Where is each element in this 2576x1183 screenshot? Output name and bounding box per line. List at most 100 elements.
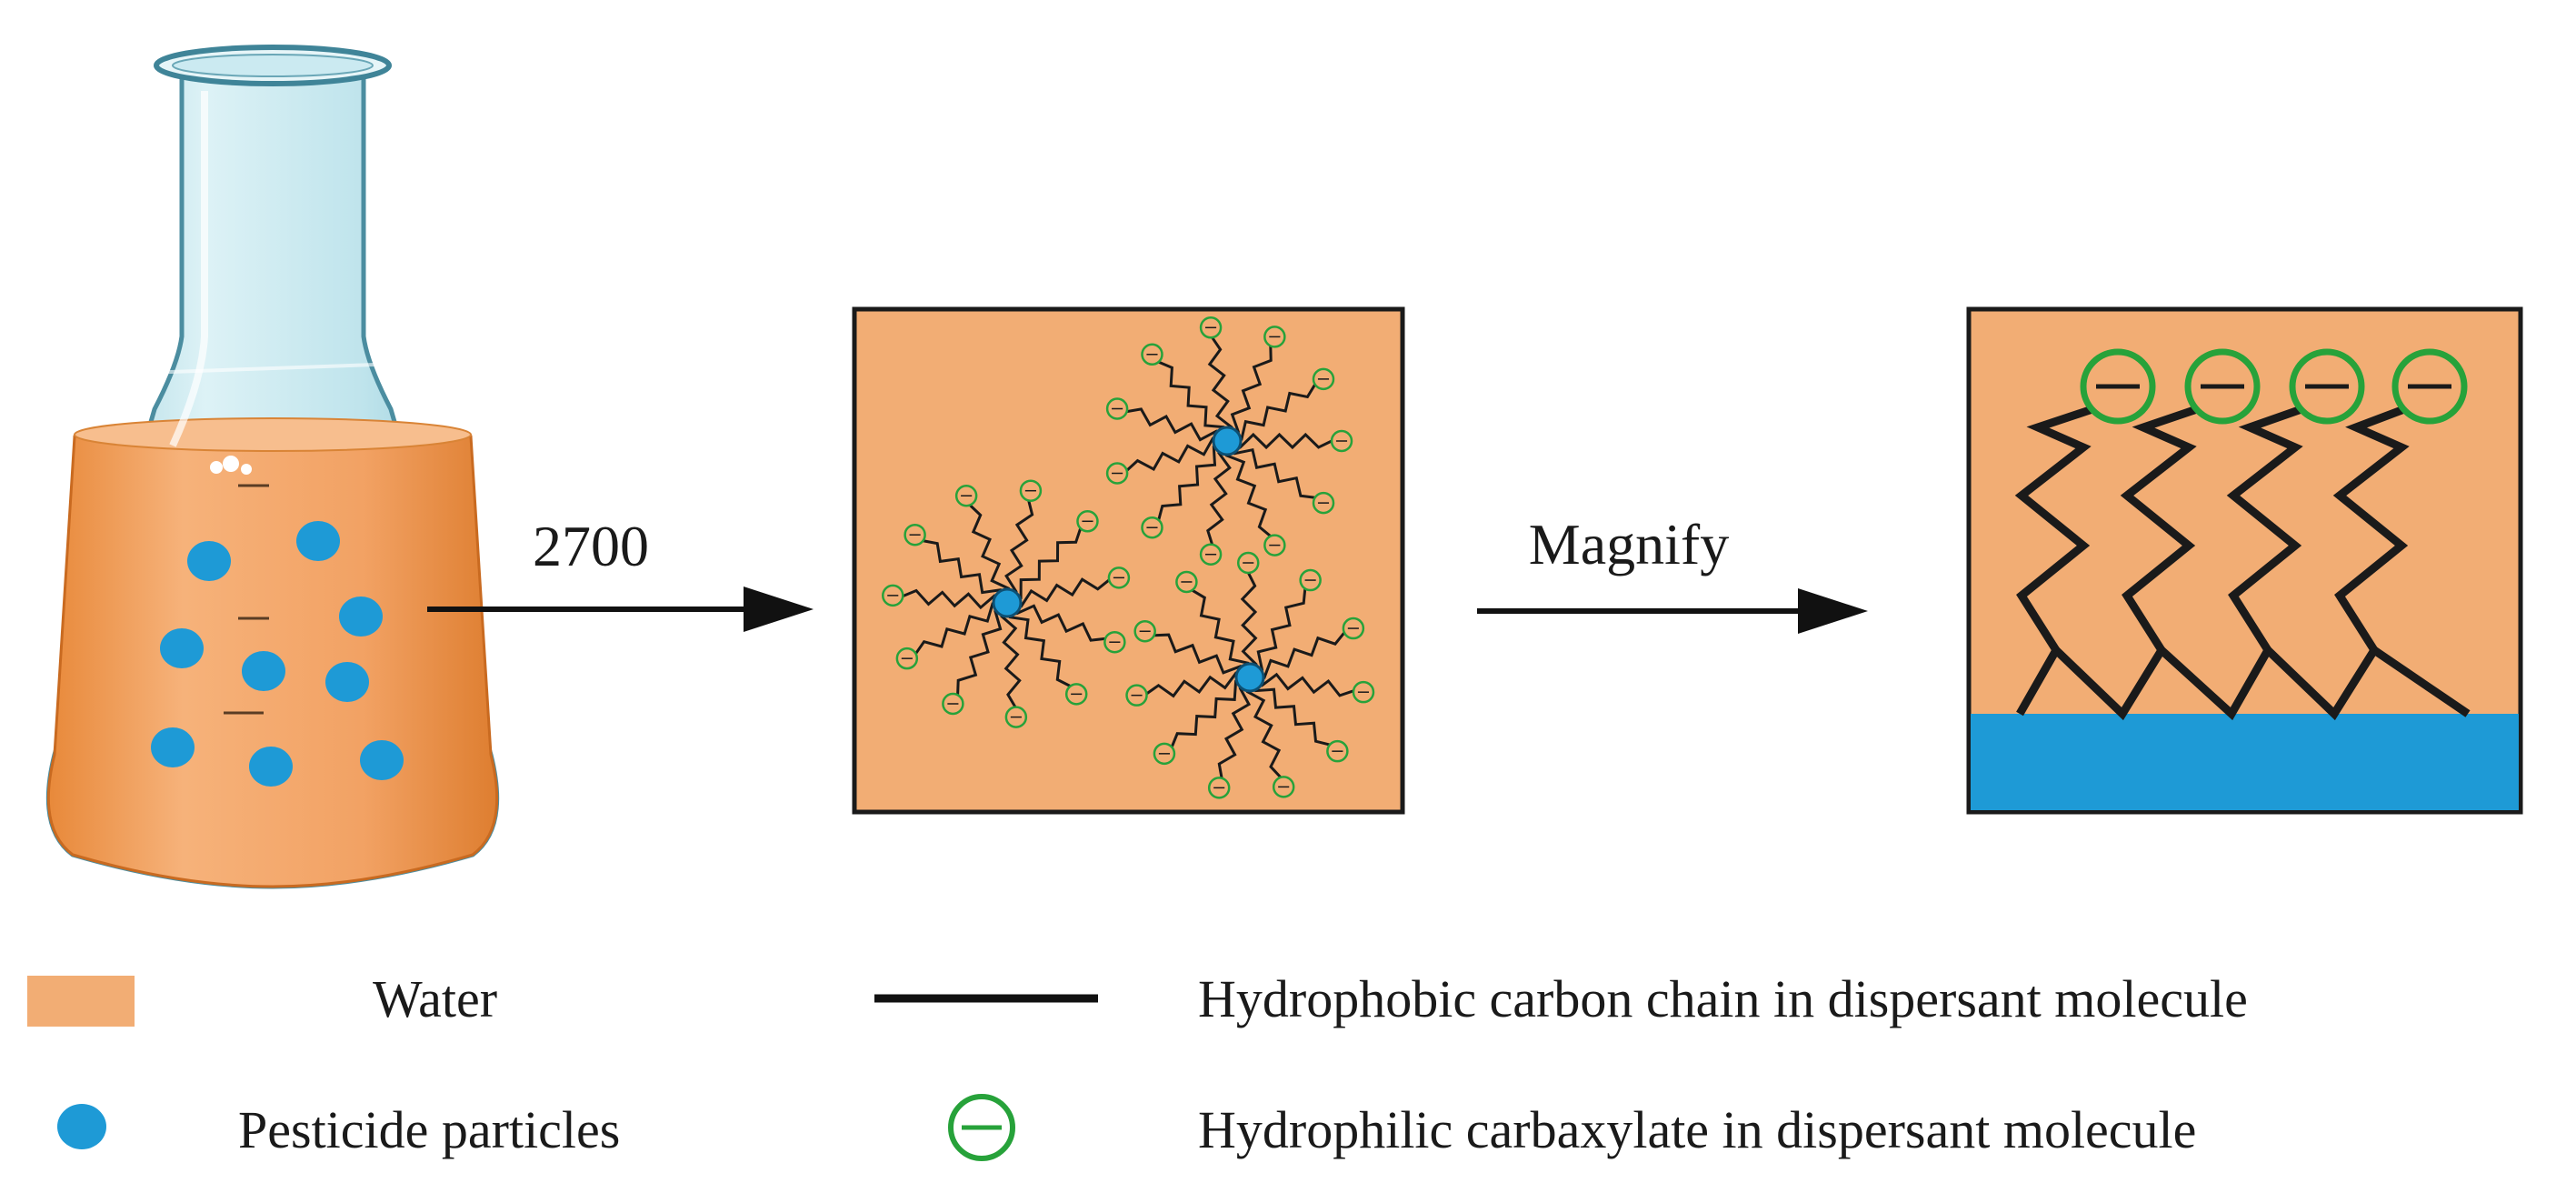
pesticide-particle xyxy=(160,628,204,668)
carbon-chain xyxy=(1125,436,1228,472)
carboxylate-head xyxy=(2080,348,2156,425)
legend-water-label: Water xyxy=(373,969,497,1028)
carbon-chain-anchor xyxy=(2016,643,2471,721)
carboxylate-head xyxy=(954,485,978,507)
pesticide-particle xyxy=(249,747,293,787)
flask-highlight xyxy=(169,91,208,447)
pesticide-particle xyxy=(187,541,231,581)
carbon-chain xyxy=(1207,336,1233,442)
carbon-chain xyxy=(914,601,1008,655)
minus-circle-icon xyxy=(948,1094,1015,1161)
carboxylate-head xyxy=(1299,568,1322,592)
carboxylate-head xyxy=(1107,566,1131,589)
flask-particles xyxy=(151,521,404,787)
pesticide-particle xyxy=(325,662,369,702)
carboxylate-head xyxy=(1133,620,1156,643)
carbon-chain xyxy=(1225,440,1272,537)
carbon-chain xyxy=(1249,588,1307,679)
carbon-chain xyxy=(1158,360,1229,442)
carboxylate-head xyxy=(1272,776,1295,798)
carbon-chain xyxy=(1191,588,1252,678)
arrow-head xyxy=(1798,588,1868,634)
flask-bubble xyxy=(210,461,223,474)
carbon-chain xyxy=(969,504,1010,604)
pesticide-particle xyxy=(1234,662,1265,693)
carboxylate-head xyxy=(1004,706,1028,728)
legend-hydrophilic-label: Hydrophilic carbaxylate in dispersant mo… xyxy=(1198,1100,2196,1159)
carboxylate-head xyxy=(1019,479,1043,502)
carboxylate-head xyxy=(895,647,919,670)
pesticide-particle xyxy=(992,587,1023,618)
flask-bubble xyxy=(223,456,239,472)
legend: Water Pesticide particles Hydrophobic ca… xyxy=(27,969,2248,1161)
pesticide-particle xyxy=(360,740,404,780)
carboxylate-head xyxy=(1105,462,1129,485)
carboxylate-head xyxy=(1330,429,1353,453)
legend-water-swatch xyxy=(27,976,135,1027)
carbon-chain xyxy=(1226,346,1273,443)
carboxylate-head xyxy=(1153,742,1176,766)
carbon-chain xyxy=(956,601,1008,696)
carbon-chain xyxy=(1240,572,1258,678)
carbon-chain xyxy=(1170,676,1251,748)
carbon-chain xyxy=(1126,407,1229,443)
carboxylate-head xyxy=(1352,680,1375,704)
carboxylate-head xyxy=(2391,348,2468,425)
dispersant-molecule xyxy=(2332,348,2468,653)
carboxylate-head xyxy=(1064,683,1088,706)
carbon-chain xyxy=(1249,631,1346,679)
micelle-panel xyxy=(852,306,1405,815)
adsorbed-dispersant-group xyxy=(2014,348,2471,721)
carbon-chain xyxy=(1249,672,1354,697)
arrow-step1-label: 2700 xyxy=(533,514,649,578)
carboxylate-head xyxy=(1312,367,1335,391)
erlenmeyer-flask-icon xyxy=(45,45,500,889)
flask-bubble xyxy=(241,464,252,475)
carboxylate-head xyxy=(1263,326,1286,348)
carboxylate-head xyxy=(1263,534,1286,556)
carbon-chain xyxy=(1004,500,1034,604)
flask-liquid-surface xyxy=(74,417,472,452)
arrow-step2-label: Magnify xyxy=(1529,512,1729,576)
micelle xyxy=(1125,551,1375,799)
carbon-chain xyxy=(1006,577,1111,608)
carboxylate-head xyxy=(1312,491,1335,515)
flask-highlight-line xyxy=(145,362,401,375)
carbon-chain xyxy=(1226,432,1333,450)
arrow-step2: Magnify xyxy=(1477,512,1868,634)
carboxylate-head xyxy=(882,584,904,607)
legend-hydrophobic-label: Hydrophobic carbon chain in dispersant m… xyxy=(1198,969,2248,1028)
carboxylate-head xyxy=(2289,348,2365,425)
arrow-step1: 2700 xyxy=(427,514,814,632)
carboxylate-head xyxy=(1199,543,1223,566)
carbon-chain xyxy=(1206,440,1232,546)
carbon-chain xyxy=(2014,405,2094,653)
legend-pesticide-swatch xyxy=(57,1104,106,1149)
carboxylate-head xyxy=(1199,316,1223,339)
carboxylate-head xyxy=(1207,777,1231,799)
carboxylate-head xyxy=(1326,739,1349,763)
carbon-chain xyxy=(902,588,1008,610)
dispersant-molecule xyxy=(2226,348,2365,653)
carboxylate-head xyxy=(1076,510,1099,533)
carboxylate-head xyxy=(1103,630,1126,654)
carbon-chain xyxy=(1005,601,1106,642)
carbon-chain xyxy=(1006,527,1083,605)
carboxylate-head xyxy=(1342,617,1365,640)
pesticide-particle xyxy=(339,597,383,637)
carbon-chain xyxy=(1225,440,1315,499)
carbon-chain xyxy=(1153,633,1252,678)
dispersant-molecule xyxy=(2120,348,2261,653)
carbon-chain xyxy=(2226,405,2303,653)
pesticide-particle xyxy=(242,651,285,691)
legend-pesticide-label: Pesticide particles xyxy=(238,1100,620,1159)
arrow-head xyxy=(744,586,814,632)
carboxylate-head xyxy=(1105,397,1129,420)
carboxylate-head xyxy=(1141,516,1163,539)
pesticide-surface xyxy=(1971,714,2519,810)
flask-rim-inner xyxy=(172,54,374,77)
carbon-chain xyxy=(1217,677,1252,779)
carboxylate-head xyxy=(1125,684,1148,707)
carboxylate-head xyxy=(942,692,964,716)
carbon-chain xyxy=(1005,602,1072,687)
